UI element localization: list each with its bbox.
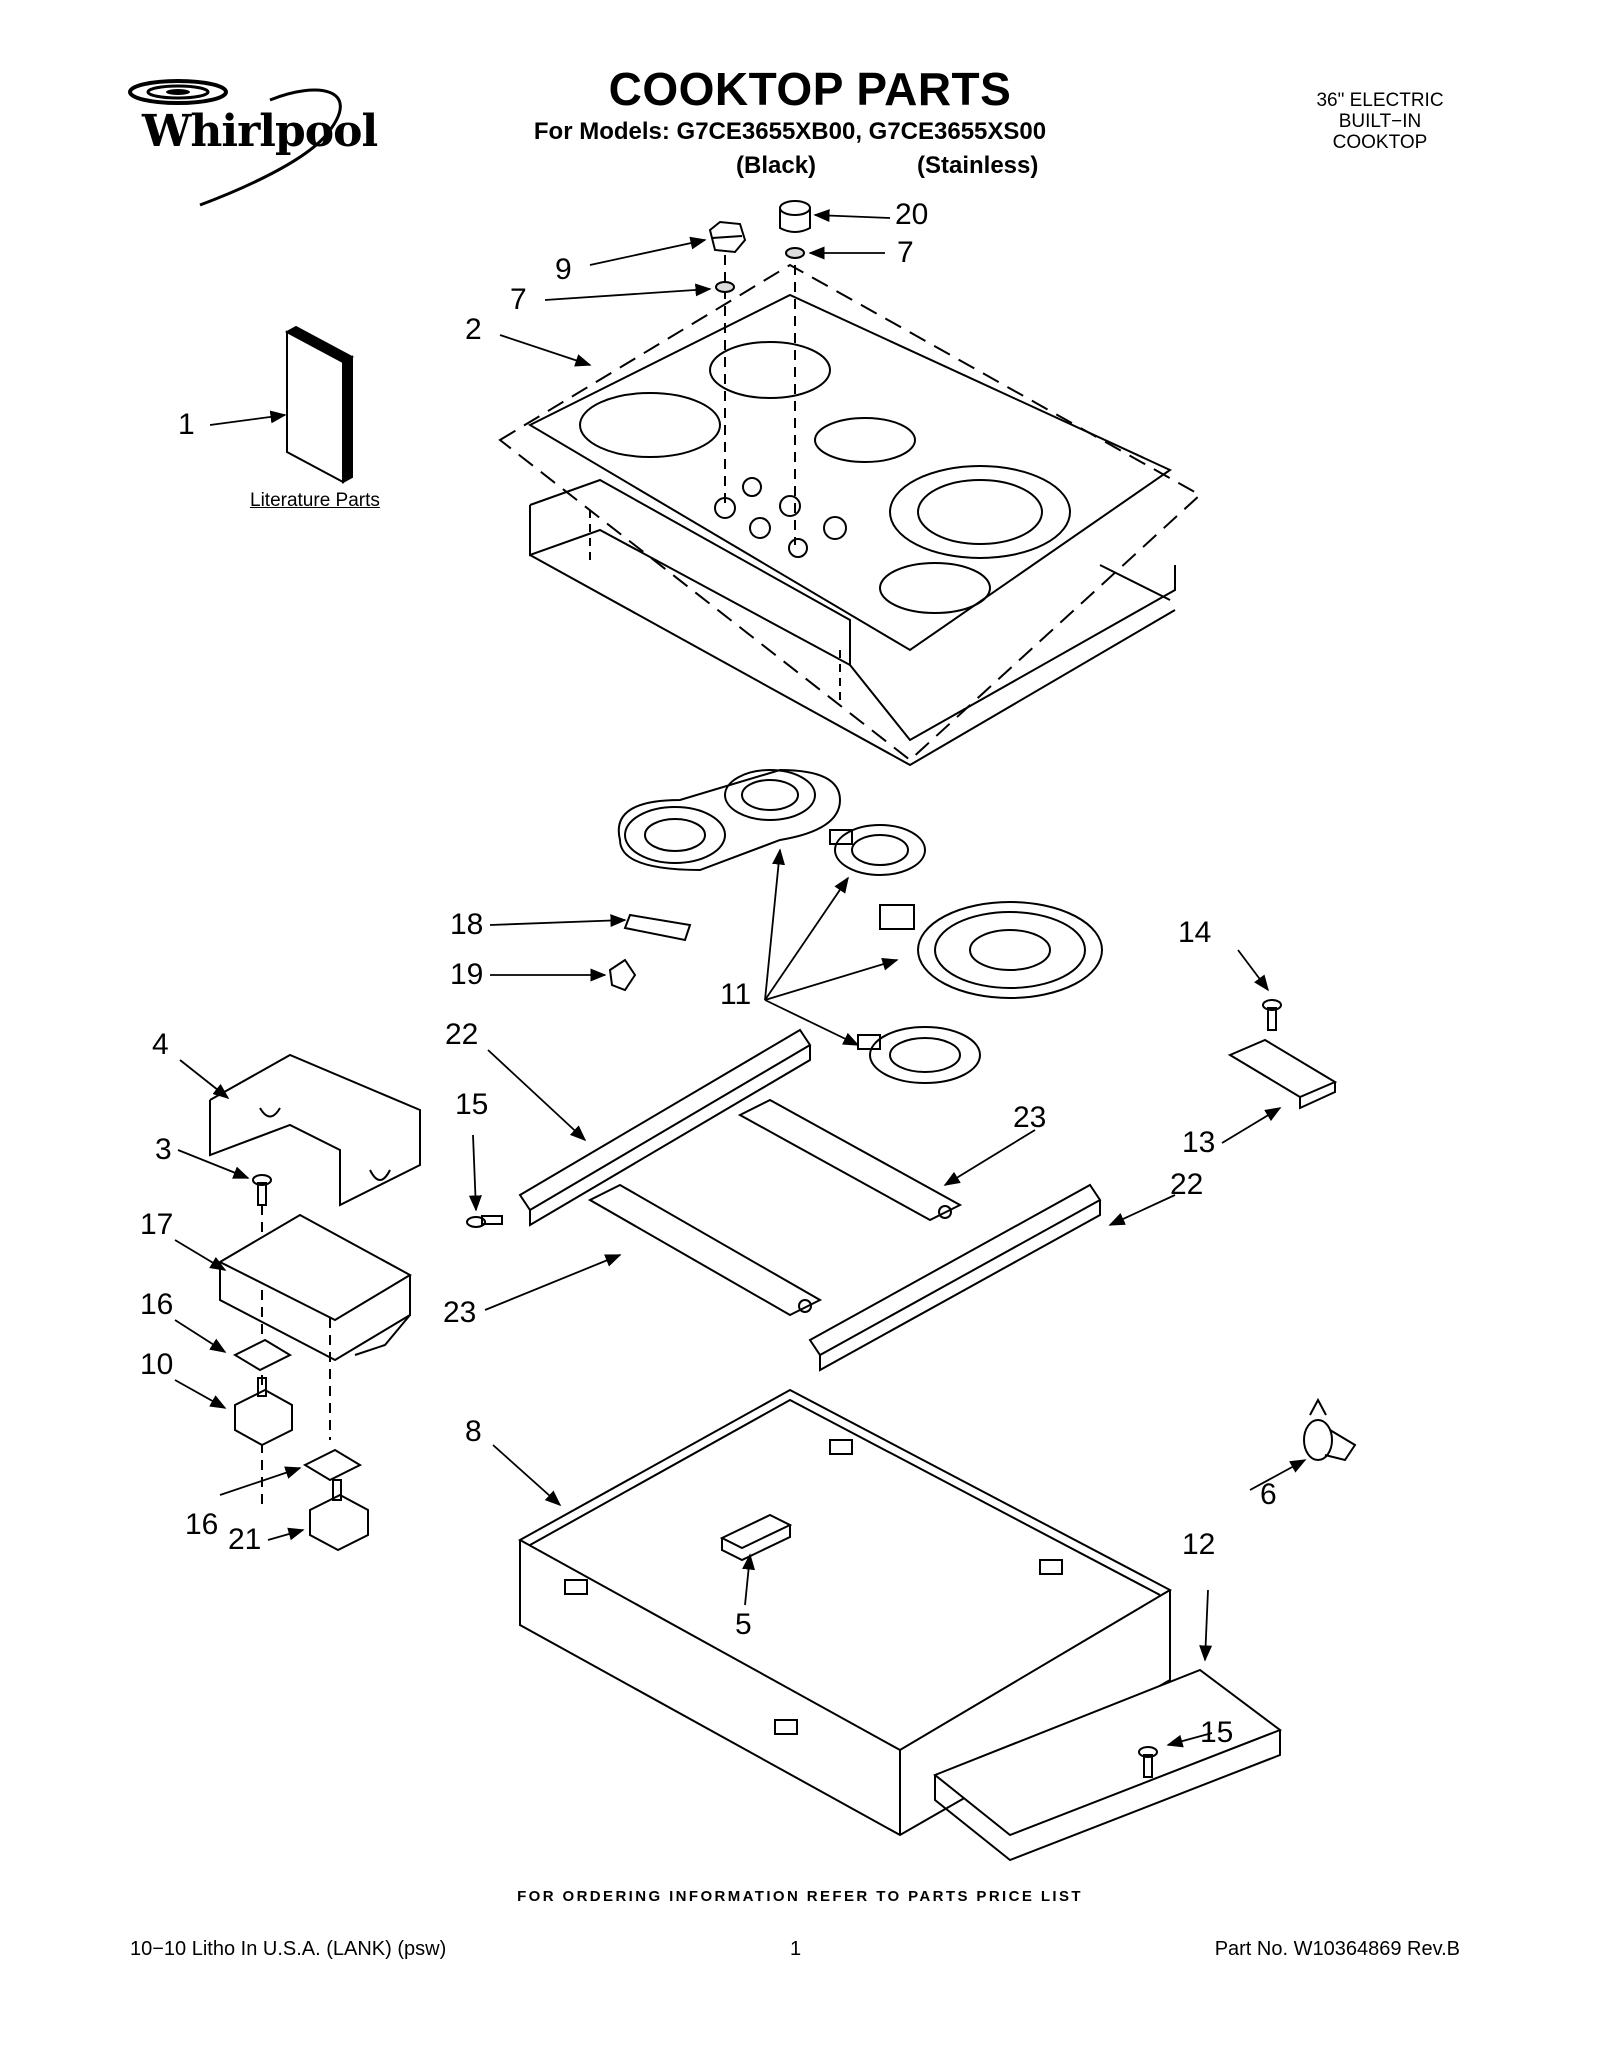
callout-8: 8 bbox=[465, 1415, 482, 1448]
callout-17: 17 bbox=[140, 1208, 174, 1241]
callout-22: 22 bbox=[445, 1018, 479, 1051]
medium-element bbox=[857, 1026, 981, 1084]
literature-parts-label: Literature Parts bbox=[250, 490, 380, 511]
whirlpool-logo: Whirlpool bbox=[120, 70, 380, 210]
screw bbox=[466, 1215, 503, 1228]
callout-15: 15 bbox=[455, 1088, 489, 1121]
callout-21: 21 bbox=[228, 1523, 262, 1556]
element-bracket bbox=[518, 1028, 812, 1227]
callout-16: 16 bbox=[140, 1288, 174, 1321]
cooktop-frame bbox=[529, 478, 1176, 767]
callout-4: 4 bbox=[152, 1028, 169, 1061]
product-type-line: BUILT−IN bbox=[1338, 111, 1422, 132]
small-element bbox=[829, 824, 926, 876]
terminal-block bbox=[719, 1513, 793, 1562]
litho-info: 10−10 Litho In U.S.A. (LANK) (psw) bbox=[130, 1938, 447, 1960]
callout-7: 7 bbox=[510, 283, 527, 316]
leader-lines bbox=[174, 209, 1307, 1748]
page-number: 1 bbox=[790, 1938, 802, 1960]
switch-spacer bbox=[302, 1448, 363, 1482]
callout-20: 20 bbox=[895, 198, 929, 231]
spacer bbox=[785, 247, 805, 259]
control-bracket bbox=[209, 1053, 421, 1207]
infinite-switch bbox=[234, 1377, 293, 1447]
models-line: For Models: G7CE3655XB00, G7CE3655XS00 bbox=[533, 118, 1047, 145]
callout-14: 14 bbox=[1178, 916, 1212, 949]
callout-11: 11 bbox=[720, 978, 752, 1011]
page-title: COOKTOP PARTS bbox=[608, 63, 1012, 115]
callout-23: 23 bbox=[1013, 1101, 1047, 1134]
support-rail bbox=[737, 1098, 963, 1222]
burner-box bbox=[517, 1388, 1173, 1837]
element-clip bbox=[623, 913, 692, 942]
product-type: 36" ELECTRIC BUILT−IN COOKTOP bbox=[1270, 90, 1490, 153]
callout-16: 16 bbox=[185, 1508, 219, 1541]
large-element bbox=[879, 901, 1103, 999]
part-number: Part No. W10364869 Rev.B bbox=[1214, 1938, 1460, 1960]
callout-3: 3 bbox=[155, 1133, 172, 1166]
screw bbox=[252, 1174, 272, 1206]
screw bbox=[1138, 1746, 1158, 1778]
exploded-view-diagram bbox=[174, 200, 1357, 1862]
switch-mounting-plate bbox=[217, 1213, 413, 1362]
logo-swirl-icon bbox=[128, 79, 342, 207]
knob-cap bbox=[779, 200, 811, 233]
limit-switch bbox=[1303, 1397, 1357, 1462]
callout-18: 18 bbox=[450, 908, 484, 941]
callout-9: 9 bbox=[555, 253, 572, 286]
product-type-line: COOKTOP bbox=[1332, 132, 1428, 153]
callout-5: 5 bbox=[735, 1608, 752, 1641]
glass-assembly-outline bbox=[498, 263, 1202, 762]
cover-plate bbox=[933, 1668, 1283, 1862]
callout-6: 6 bbox=[1260, 1478, 1277, 1511]
terminal-clip bbox=[608, 958, 637, 992]
brand-name: Whirlpool bbox=[142, 106, 378, 157]
control-knob bbox=[708, 220, 747, 254]
callout-2: 2 bbox=[465, 313, 482, 346]
support-rail bbox=[587, 1183, 823, 1317]
switch-spacer bbox=[232, 1338, 293, 1372]
ordering-note: FOR ORDERING INFORMATION REFER TO PARTS … bbox=[517, 1888, 1083, 1905]
element-bracket bbox=[808, 1183, 1102, 1372]
callout-15: 15 bbox=[1200, 1716, 1234, 1749]
callout-12: 12 bbox=[1182, 1528, 1216, 1561]
callout-13: 13 bbox=[1182, 1126, 1216, 1159]
mounting-bracket bbox=[1227, 1038, 1338, 1110]
cooktop-glass bbox=[527, 293, 1173, 652]
callout-19: 19 bbox=[450, 958, 484, 991]
product-type-line: 36" ELECTRIC bbox=[1316, 90, 1444, 111]
screw bbox=[1262, 999, 1282, 1031]
finish-stainless: (Stainless) bbox=[917, 152, 1039, 179]
spacer bbox=[715, 281, 735, 293]
callout-23: 23 bbox=[443, 1296, 477, 1329]
callout-7: 7 bbox=[897, 236, 914, 269]
dual-switch bbox=[309, 1479, 369, 1552]
literature-booklet bbox=[284, 325, 355, 484]
finish-black: (Black) bbox=[736, 152, 817, 179]
callout-22: 22 bbox=[1170, 1168, 1204, 1201]
callout-10: 10 bbox=[140, 1348, 174, 1381]
callout-1: 1 bbox=[178, 408, 195, 441]
dual-element bbox=[617, 768, 842, 872]
